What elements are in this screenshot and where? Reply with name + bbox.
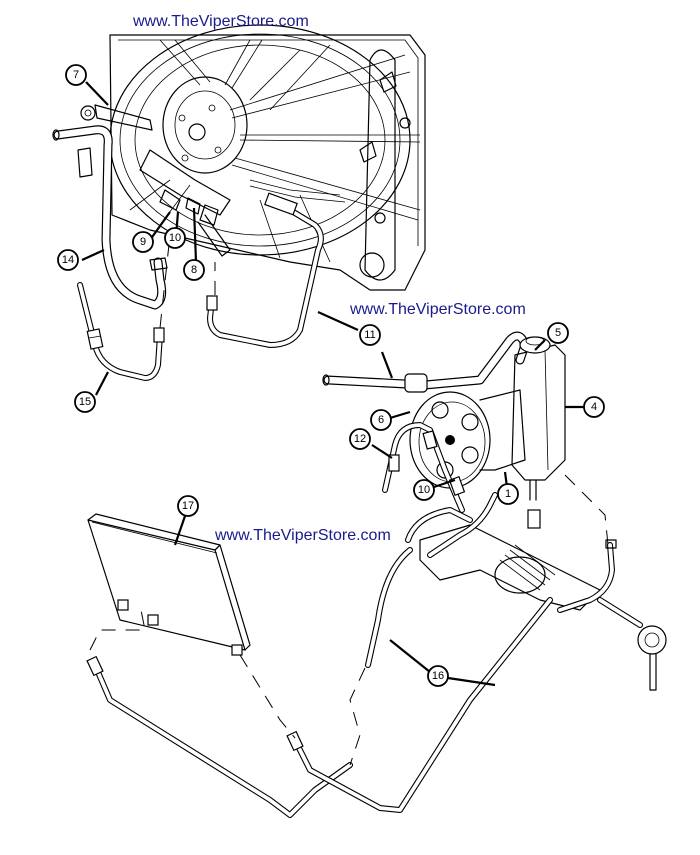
svg-text:10: 10 [418,484,430,496]
callouts: 7 14 9 10 8 15 11 5 4 6 12 10 1 17 16 [57,64,605,687]
callout-6: 6 [370,409,392,431]
leader-lines [81,81,584,687]
svg-text:14: 14 [62,254,74,266]
svg-text:17: 17 [182,500,194,512]
oil-cooler [87,513,251,656]
svg-text:9: 9 [140,236,146,248]
svg-text:1: 1 [505,488,511,500]
callout-15: 15 [74,391,96,413]
callout-1: 1 [497,483,519,505]
svg-text:16: 16 [432,670,444,682]
callout-11: 11 [359,324,381,346]
svg-text:12: 12 [354,433,366,445]
steering-gear [405,492,667,691]
callout-5: 5 [547,322,569,344]
svg-text:10: 10 [169,232,181,244]
callout-10-bottom: 10 [413,479,435,501]
svg-text:7: 7 [73,69,79,81]
svg-text:8: 8 [191,264,197,276]
svg-text:5: 5 [555,327,561,339]
callout-14: 14 [57,249,79,271]
watermark-middle: www.TheViperStore.com [350,301,526,318]
hose-15 [77,234,171,381]
callout-7: 7 [65,64,87,86]
return-tube [206,192,324,348]
callout-12: 12 [349,428,371,450]
svg-text:11: 11 [364,329,375,341]
svg-text:4: 4 [591,401,597,413]
hose-14 [52,125,168,310]
callout-17: 17 [177,495,199,517]
fan-shroud-assembly [80,24,426,291]
callout-10-top: 10 [164,227,186,249]
svg-text:6: 6 [378,414,384,426]
svg-text:15: 15 [79,396,91,408]
callout-4: 4 [583,396,605,418]
callout-8: 8 [183,259,205,281]
watermark-top: www.TheViperStore.com [133,13,309,30]
pump-assembly [322,331,609,546]
callout-9: 9 [132,231,154,253]
watermark-bottom: www.TheViperStore.com [215,527,391,544]
callout-16: 16 [427,665,449,687]
